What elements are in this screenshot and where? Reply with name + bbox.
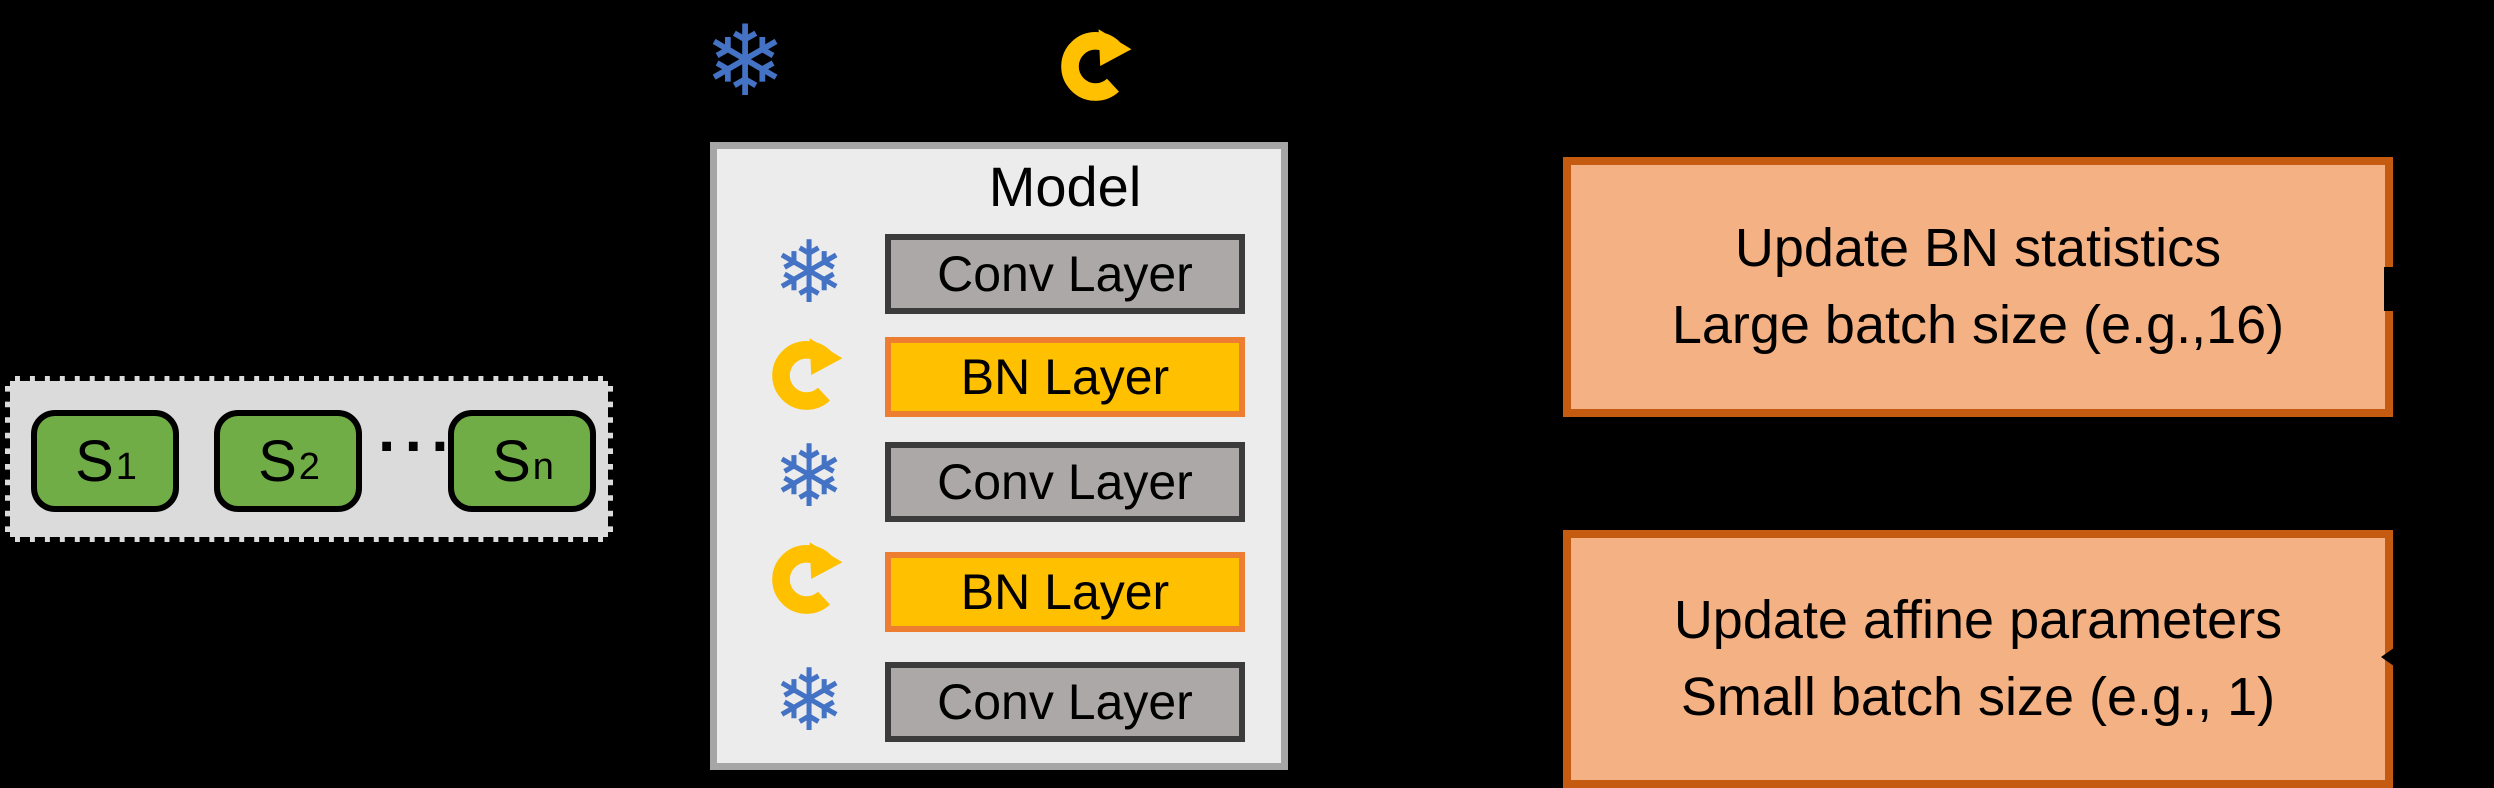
bn-layer-2-label: BN Layer <box>960 564 1170 620</box>
conv-layer-1-label: Conv Layer <box>937 246 1193 302</box>
ellipsis-dots: ··· <box>378 412 458 481</box>
affine-parameters-line2: Small batch size (e.g., 1) <box>1680 667 2276 727</box>
conv-layer-2-label: Conv Layer <box>937 454 1193 510</box>
bn-statistics-info-box: Update BN statistics Large batch size (e… <box>1563 157 2393 417</box>
conv-layer-2: Conv Layer <box>885 442 1245 522</box>
frozen-icon: ❄ <box>772 427 846 527</box>
trainable-icon <box>772 542 843 614</box>
bn-layer-2: BN Layer <box>885 552 1245 632</box>
conv-layer-3: Conv Layer <box>885 662 1245 742</box>
sample-sn-label: S <box>492 428 531 494</box>
sample-s1-label: S <box>75 428 114 494</box>
bn-layer-1-label: BN Layer <box>960 349 1170 405</box>
trainable-icon <box>1061 29 1132 101</box>
bn-layer-1: BN Layer <box>885 337 1245 417</box>
affine-parameters-line1: Update affine parameters <box>1673 590 2283 650</box>
conv-layer-3-label: Conv Layer <box>937 674 1193 730</box>
bn-statistics-line2: Large batch size (e.g.,16) <box>1671 295 2285 355</box>
model-box: Model ❄ Conv Layer BN Layer ❄ Conv Layer… <box>710 142 1288 770</box>
bn-statistics-line1: Update BN statistics <box>1734 218 2222 278</box>
affine-parameters-info-box: Update affine parameters Small batch siz… <box>1563 530 2393 788</box>
frozen-icon: ❄ <box>772 223 846 323</box>
frozen-icon: ❄ <box>703 5 787 119</box>
sample-s2-label: S <box>258 428 297 494</box>
conv-layer-1: Conv Layer <box>885 234 1245 314</box>
trainable-icon <box>772 338 843 410</box>
model-title: Model <box>988 155 1142 218</box>
connector-stub-icon <box>2384 267 2420 311</box>
connector-arrowhead-icon <box>2381 643 2401 671</box>
frozen-icon: ❄ <box>772 651 846 751</box>
